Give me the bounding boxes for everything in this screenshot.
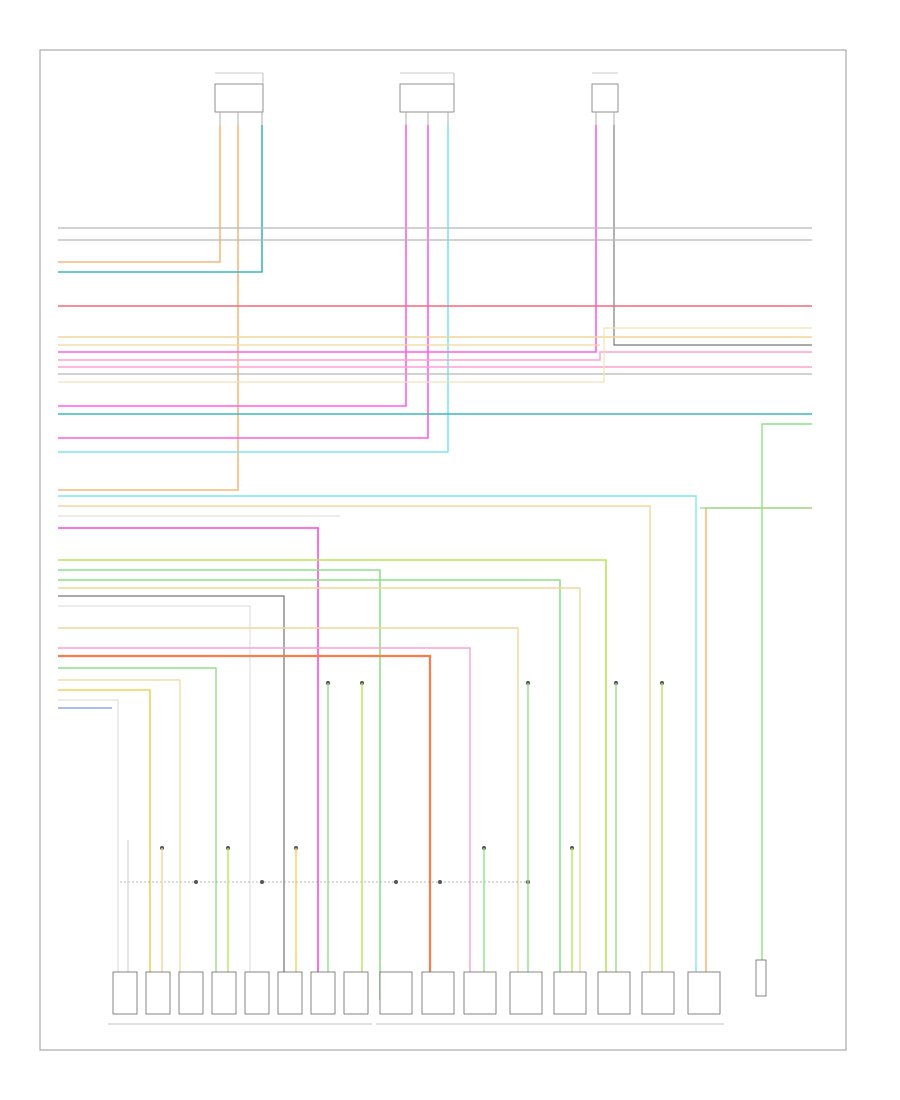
- component-7: [310, 971, 336, 1015]
- bottom-components: [112, 959, 767, 1015]
- component-14: [597, 971, 631, 1015]
- component-8: [343, 971, 369, 1015]
- component-13: [553, 971, 587, 1015]
- right-side-wires: [700, 423, 812, 1000]
- top-component-middle: [399, 72, 455, 125]
- component-16: [687, 971, 721, 1015]
- component-15: [641, 971, 675, 1015]
- component-3: [178, 971, 204, 1015]
- component-2: [145, 971, 171, 1015]
- component-right-sensor: [755, 959, 767, 997]
- component-11: [463, 971, 497, 1015]
- top-wires: [58, 125, 812, 491]
- component-9: [379, 971, 413, 1015]
- top-component-right: [591, 72, 619, 125]
- component-12: [509, 971, 543, 1015]
- component-1: [112, 971, 138, 1015]
- top-component-left: [214, 72, 264, 125]
- horizontal-buses: [58, 227, 812, 1000]
- component-drop-wires: [127, 683, 663, 1000]
- diagram-frame: [39, 49, 847, 1051]
- component-6: [277, 971, 303, 1015]
- component-5: [244, 971, 270, 1015]
- splice-row: [120, 880, 530, 884]
- component-4: [211, 971, 237, 1015]
- component-10: [421, 971, 455, 1015]
- connector-dots: [160, 681, 664, 850]
